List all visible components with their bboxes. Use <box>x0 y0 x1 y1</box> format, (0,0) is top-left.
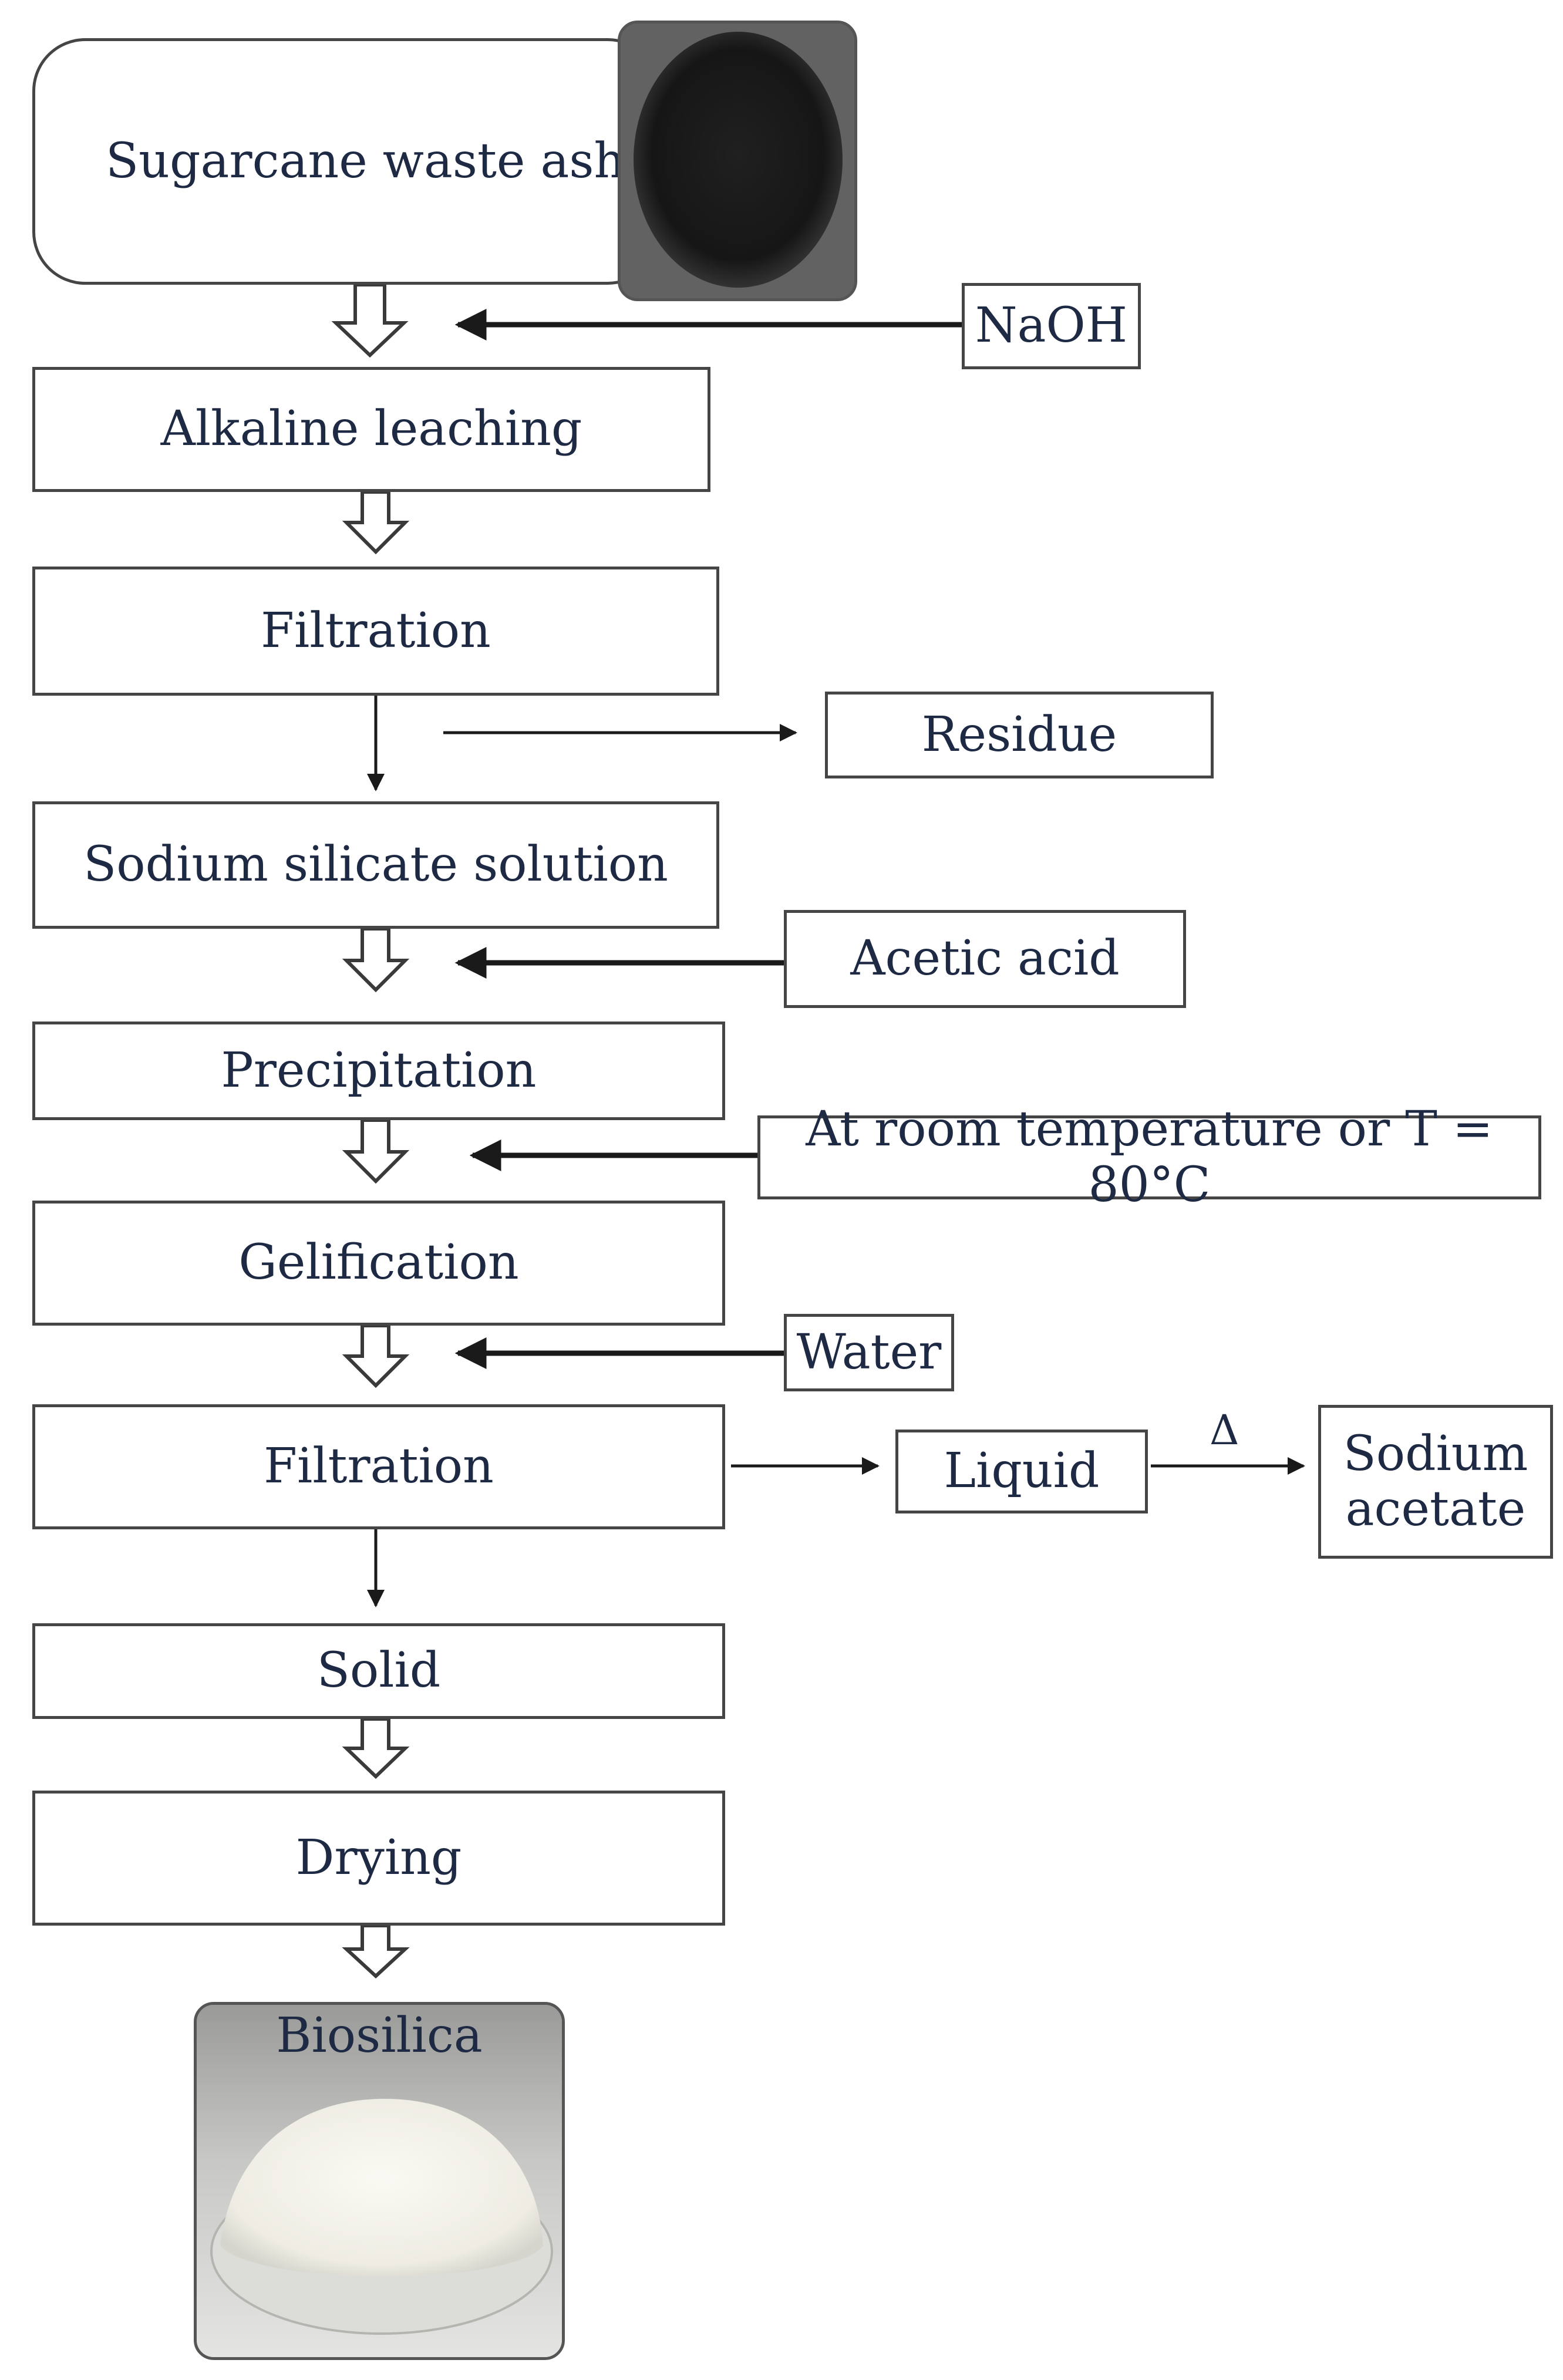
filtration-2-label: Filtration <box>264 1438 494 1495</box>
alkaline-leaching-label: Alkaline leaching <box>160 401 582 457</box>
heat-delta-symbol: Δ <box>1210 1406 1239 1454</box>
biosilica-photo <box>194 2002 565 2360</box>
sodium-silicate-label: Sodium silicate solution <box>83 837 668 893</box>
solid-box: Solid <box>32 1623 725 1719</box>
temperature-box: At room temperature or T = 80°C <box>757 1102 1541 1212</box>
filtration-1-box: Filtration <box>32 567 719 696</box>
liquid-box: Liquid <box>895 1430 1148 1513</box>
flow-arrow-4 <box>342 1118 410 1184</box>
liquid-label: Liquid <box>944 1443 1100 1499</box>
acetic-acid-label: Acetic acid <box>850 931 1120 987</box>
flow-arrow-7 <box>342 1924 410 1979</box>
ash-pile-image <box>621 23 854 298</box>
flow-arrow-5 <box>342 1324 410 1388</box>
biosilica-label: Biosilica <box>276 2008 483 2064</box>
sodium-acetate-line2: acetate <box>1345 1481 1526 1537</box>
gelification-label: Gelification <box>238 1235 519 1291</box>
gelification-box: Gelification <box>32 1201 725 1326</box>
flow-arrow-3 <box>342 927 410 993</box>
naoh-box: NaOH <box>962 283 1141 369</box>
sodium-acetate-line1: Sodium <box>1343 1425 1528 1482</box>
temperature-label: At room temperature or T = 80°C <box>806 1101 1493 1213</box>
sugarcane-ash-label: Sugarcane waste ash <box>106 133 625 189</box>
flow-arrow-6 <box>342 1717 410 1779</box>
biosilica-powder-image <box>197 2005 562 2357</box>
residue-box: Residue <box>825 692 1214 778</box>
flow-arrow-1 <box>331 283 409 358</box>
filtration-2-box: Filtration <box>32 1404 725 1529</box>
drying-box: Drying <box>32 1791 725 1926</box>
water-label: Water <box>796 1324 942 1380</box>
precipitation-label: Precipitation <box>221 1042 537 1098</box>
sodium-silicate-box: Sodium silicate solution <box>32 801 719 929</box>
alkaline-leaching-box: Alkaline leaching <box>32 367 710 492</box>
sugarcane-ash-box: Sugarcane waste ash <box>32 38 661 285</box>
acetic-acid-box: Acetic acid <box>784 910 1186 1008</box>
ash-photo <box>618 21 857 301</box>
residue-label: Residue <box>921 706 1117 763</box>
naoh-label: NaOH <box>975 298 1128 354</box>
flow-arrow-2 <box>342 490 410 555</box>
solid-label: Solid <box>316 1643 441 1699</box>
sodium-acetate-box: Sodium acetate <box>1318 1405 1553 1559</box>
drying-label: Drying <box>295 1829 462 1886</box>
filtration-1-label: Filtration <box>261 602 491 659</box>
precipitation-box: Precipitation <box>32 1022 725 1120</box>
water-box: Water <box>784 1314 954 1391</box>
